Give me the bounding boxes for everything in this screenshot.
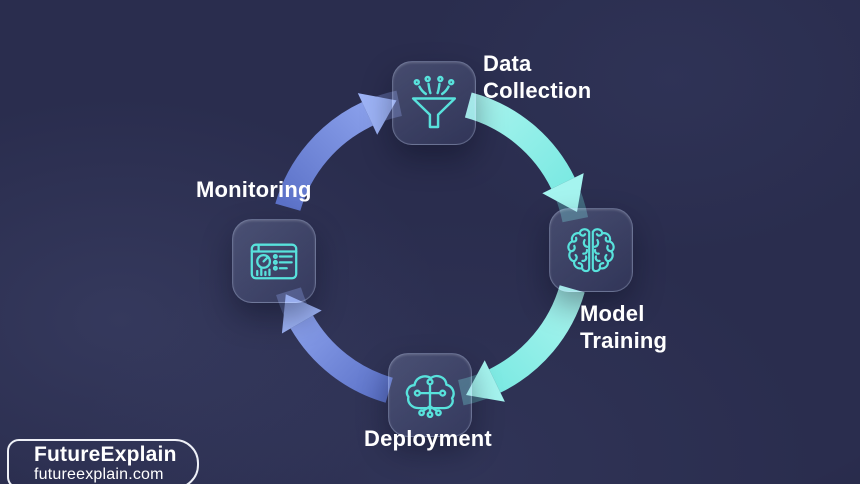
arrowhead <box>466 360 505 402</box>
stage-tile-monitoring <box>232 219 316 303</box>
watermark-badge: FutureExplain futureexplain.com <box>7 439 199 484</box>
arrowhead <box>542 173 584 212</box>
funnel-icon <box>411 75 457 129</box>
stage-label-monitoring: Monitoring <box>196 177 312 202</box>
stage-label-data-collection: Data Collection <box>483 51 592 103</box>
arrowhead <box>281 294 322 334</box>
brand-name: FutureExplain <box>34 443 177 466</box>
stage-label-model-training: Model Training <box>580 301 668 353</box>
stage-tile-data-collection <box>392 61 476 145</box>
arrowhead <box>357 93 397 135</box>
brand-site-url: futureexplain.com <box>34 466 164 483</box>
stage-label-deployment: Deployment <box>364 426 492 451</box>
cloud-network-icon <box>405 374 455 419</box>
arrow-monitoring-to-data-collection <box>275 93 397 212</box>
stage-tile-model-training <box>549 208 633 292</box>
arrow-deployment-to-monitoring <box>281 294 394 403</box>
arrow-data-collection-to-model-training <box>464 92 584 212</box>
stage-tile-deployment <box>388 353 472 437</box>
dashboard-icon <box>250 243 298 280</box>
brain-icon <box>567 228 615 273</box>
arrow-model-training-to-deployment <box>466 284 585 402</box>
